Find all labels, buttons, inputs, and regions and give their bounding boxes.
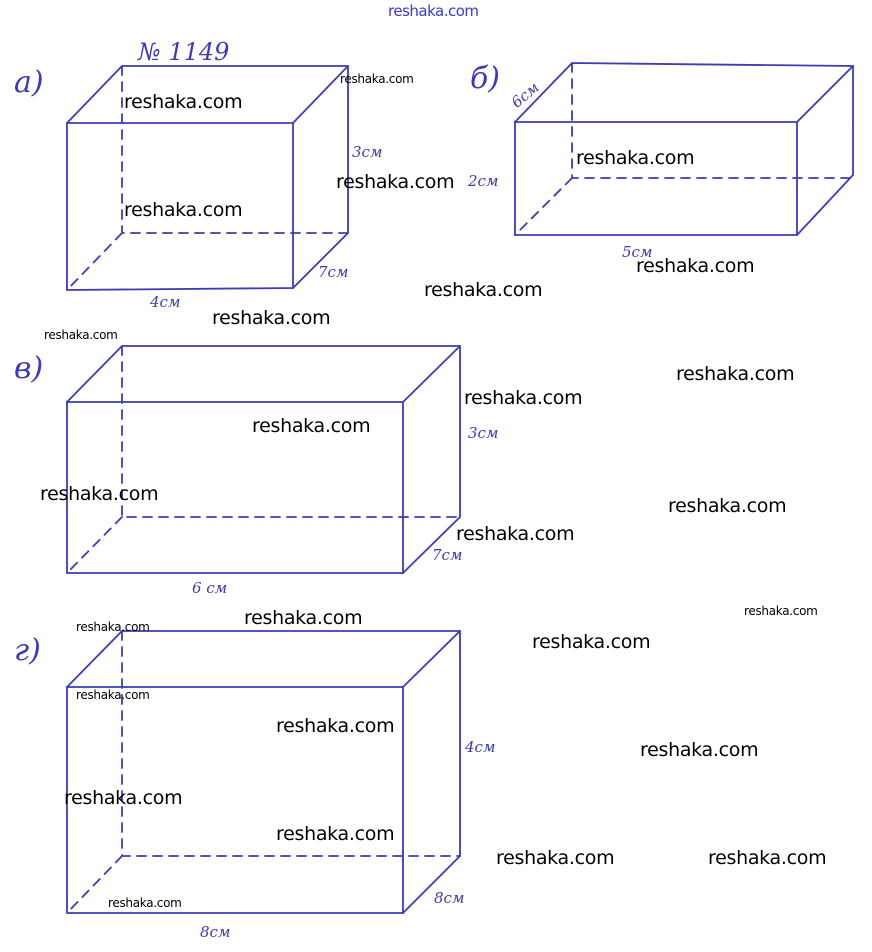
width-label: 8см: [200, 923, 230, 941]
height-label: 4см: [464, 738, 495, 756]
watermark: reshaka.com: [576, 147, 695, 169]
site-link[interactable]: reshaka.com: [388, 2, 479, 20]
box-v: в) 3см 7см 6 см: [14, 345, 498, 597]
watermark: reshaka.com: [532, 631, 651, 653]
watermark: reshaka.com: [336, 171, 455, 193]
depth-label: 7см: [318, 263, 348, 281]
watermark: reshaka.com: [456, 523, 575, 545]
watermark: reshaka.com: [744, 604, 818, 618]
watermark: reshaka.com: [108, 896, 182, 910]
figure-label: б): [470, 61, 500, 96]
watermark: reshaka.com: [124, 199, 243, 221]
watermark: reshaka.com: [124, 91, 243, 113]
figure-label: г): [14, 633, 41, 668]
width-label: 6 см: [192, 579, 227, 597]
watermark: reshaka.com: [40, 483, 159, 505]
watermark: reshaka.com: [64, 787, 183, 809]
depth-label: 7см: [432, 546, 462, 564]
watermark: reshaka.com: [244, 607, 363, 629]
watermark: reshaka.com: [252, 415, 371, 437]
height-label: 2см: [467, 172, 498, 190]
problem-number: № 1149: [137, 38, 229, 66]
watermark: reshaka.com: [276, 823, 395, 845]
figure-label: в): [14, 351, 43, 386]
watermark: reshaka.com: [340, 72, 414, 86]
box-a: а) 3см 7см 4см: [14, 65, 382, 311]
watermark: reshaka.com: [212, 307, 331, 329]
watermark: reshaka.com: [464, 387, 583, 409]
watermark: reshaka.com: [76, 620, 150, 634]
depth-label: 6см: [508, 78, 543, 111]
height-label: 3см: [352, 143, 382, 161]
watermark: reshaka.com: [676, 363, 795, 385]
watermark: reshaka.com: [44, 328, 118, 342]
width-label: 5см: [622, 243, 652, 261]
watermark: reshaka.com: [496, 847, 615, 869]
figure-label: а): [14, 65, 44, 100]
box-g: г) 4см 8см 8см: [14, 630, 495, 941]
watermark: reshaka.com: [640, 739, 759, 761]
watermark: reshaka.com: [636, 255, 755, 277]
width-label: 4см: [149, 293, 180, 311]
watermark: reshaka.com: [424, 279, 543, 301]
watermark: reshaka.com: [276, 715, 395, 737]
watermark: reshaka.com: [668, 495, 787, 517]
depth-label: 8см: [434, 889, 464, 907]
watermark: reshaka.com: [708, 847, 827, 869]
watermark: reshaka.com: [76, 688, 150, 702]
height-label: 3см: [468, 424, 498, 442]
